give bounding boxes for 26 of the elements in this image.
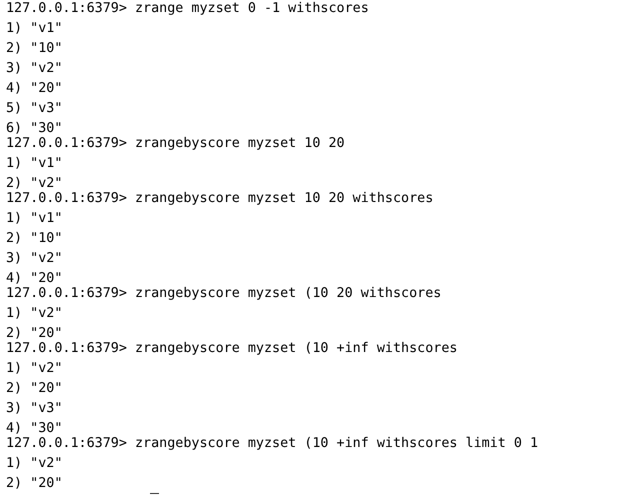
output-line: 4) "20" xyxy=(6,81,62,97)
output-line: 1) "v1" xyxy=(6,156,62,172)
output-line: 1) "v1" xyxy=(6,211,62,227)
output-line: 1) "v1" xyxy=(6,21,62,37)
output-line: 2) "20" xyxy=(6,476,62,492)
output-line: 2) "10" xyxy=(6,41,62,57)
command-line: 127.0.0.1:6379> zrangebyscore myzset (10 +inf withscores xyxy=(6,341,458,357)
command-line: 127.0.0.1:6379> zrange myzset 0 -1 withscores xyxy=(6,1,369,17)
output-line: 2) "20" xyxy=(6,381,62,397)
command-line: 127.0.0.1:6379> zrangebyscore myzset 10 20 xyxy=(6,136,345,152)
output-line: 6) "30" xyxy=(6,121,62,137)
command-line: 127.0.0.1:6379> zrangebyscore myzset 10 20 withscores xyxy=(6,191,434,207)
output-line: 4) "20" xyxy=(6,271,62,287)
output-line: 2) "10" xyxy=(6,231,62,247)
command-line: 127.0.0.1:6379> zrangebyscore myzset (10 +inf withscores limit 0 1 xyxy=(6,436,538,452)
output-line: 3) "v2" xyxy=(6,251,62,267)
output-line: 2) "20" xyxy=(6,326,62,342)
output-line: 3) "v2" xyxy=(6,61,62,77)
output-line: 2) "v2" xyxy=(6,176,62,192)
output-line: 4) "30" xyxy=(6,421,62,437)
output-line: 1) "v2" xyxy=(6,361,62,377)
output-line: 5) "v3" xyxy=(6,101,62,117)
command-line: 127.0.0.1:6379> zrangebyscore myzset (10 20 withscores xyxy=(6,286,442,302)
output-line: 1) "v2" xyxy=(6,306,62,322)
output-line: 3) "v3" xyxy=(6,401,62,417)
output-line: 1) "v2" xyxy=(6,456,62,472)
